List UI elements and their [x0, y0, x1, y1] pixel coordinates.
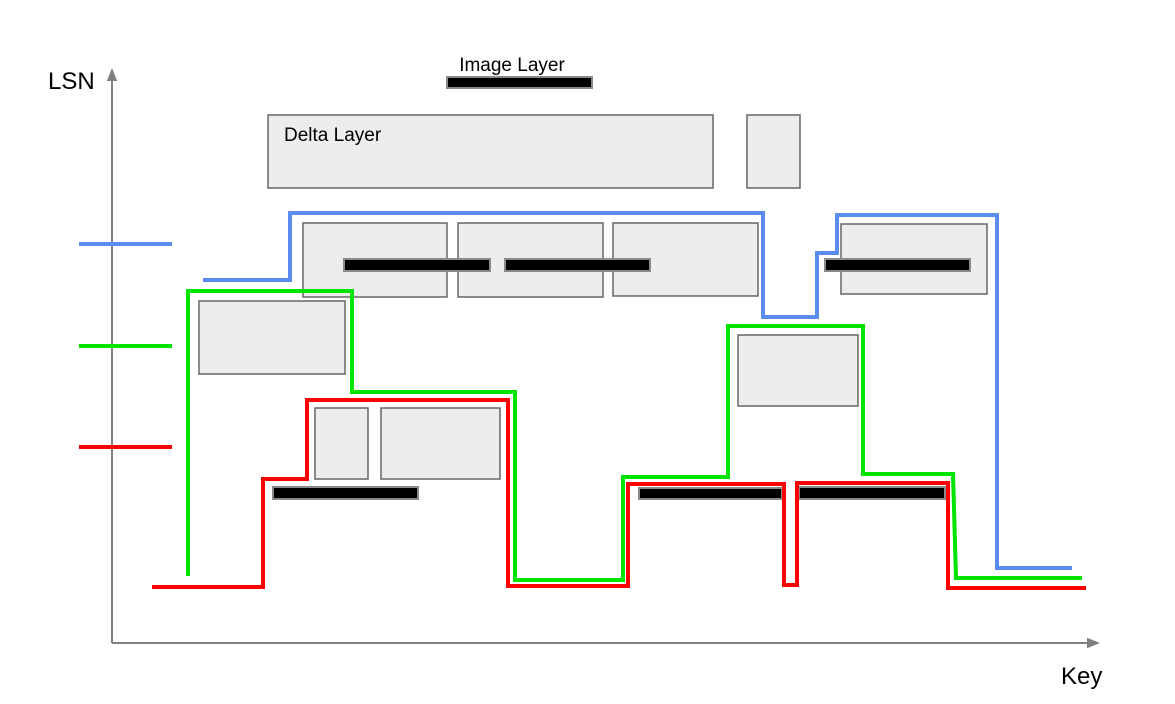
y-axis-arrowhead-icon	[106, 68, 118, 81]
branch-lines	[152, 211, 1086, 590]
red-branch-line	[152, 398, 1086, 590]
axes	[106, 68, 1100, 649]
lsn-axis-label: LSN	[48, 68, 95, 95]
delta-layer-rect-labeled	[267, 114, 714, 189]
image-layer-label: Image Layer	[459, 55, 565, 76]
image-layer-bar	[343, 258, 491, 272]
image-layer-bar	[638, 487, 783, 500]
image-layer-bar	[824, 258, 971, 272]
image-layer-bar	[272, 486, 419, 500]
delta-layer-label: Delta Layer	[284, 125, 382, 146]
delta-layer-rect	[314, 407, 369, 480]
delta-layer-rect	[380, 407, 501, 480]
delta-layer-rect	[198, 300, 346, 375]
blue-branch-line	[203, 211, 1072, 570]
delta-layer-rects	[198, 114, 988, 480]
delta-layer-rect	[737, 334, 859, 407]
image-layer-bars	[272, 76, 971, 500]
image-layer-bar	[798, 486, 946, 500]
delta-layer-rect	[746, 114, 801, 189]
key-axis-label: Key	[1061, 663, 1102, 690]
green-branch-line	[186, 289, 1082, 582]
image-layer-bar	[446, 76, 593, 89]
x-axis-arrowhead-icon	[1087, 637, 1100, 649]
image-layer-bar	[504, 258, 651, 272]
lsn-ticks	[79, 242, 172, 449]
